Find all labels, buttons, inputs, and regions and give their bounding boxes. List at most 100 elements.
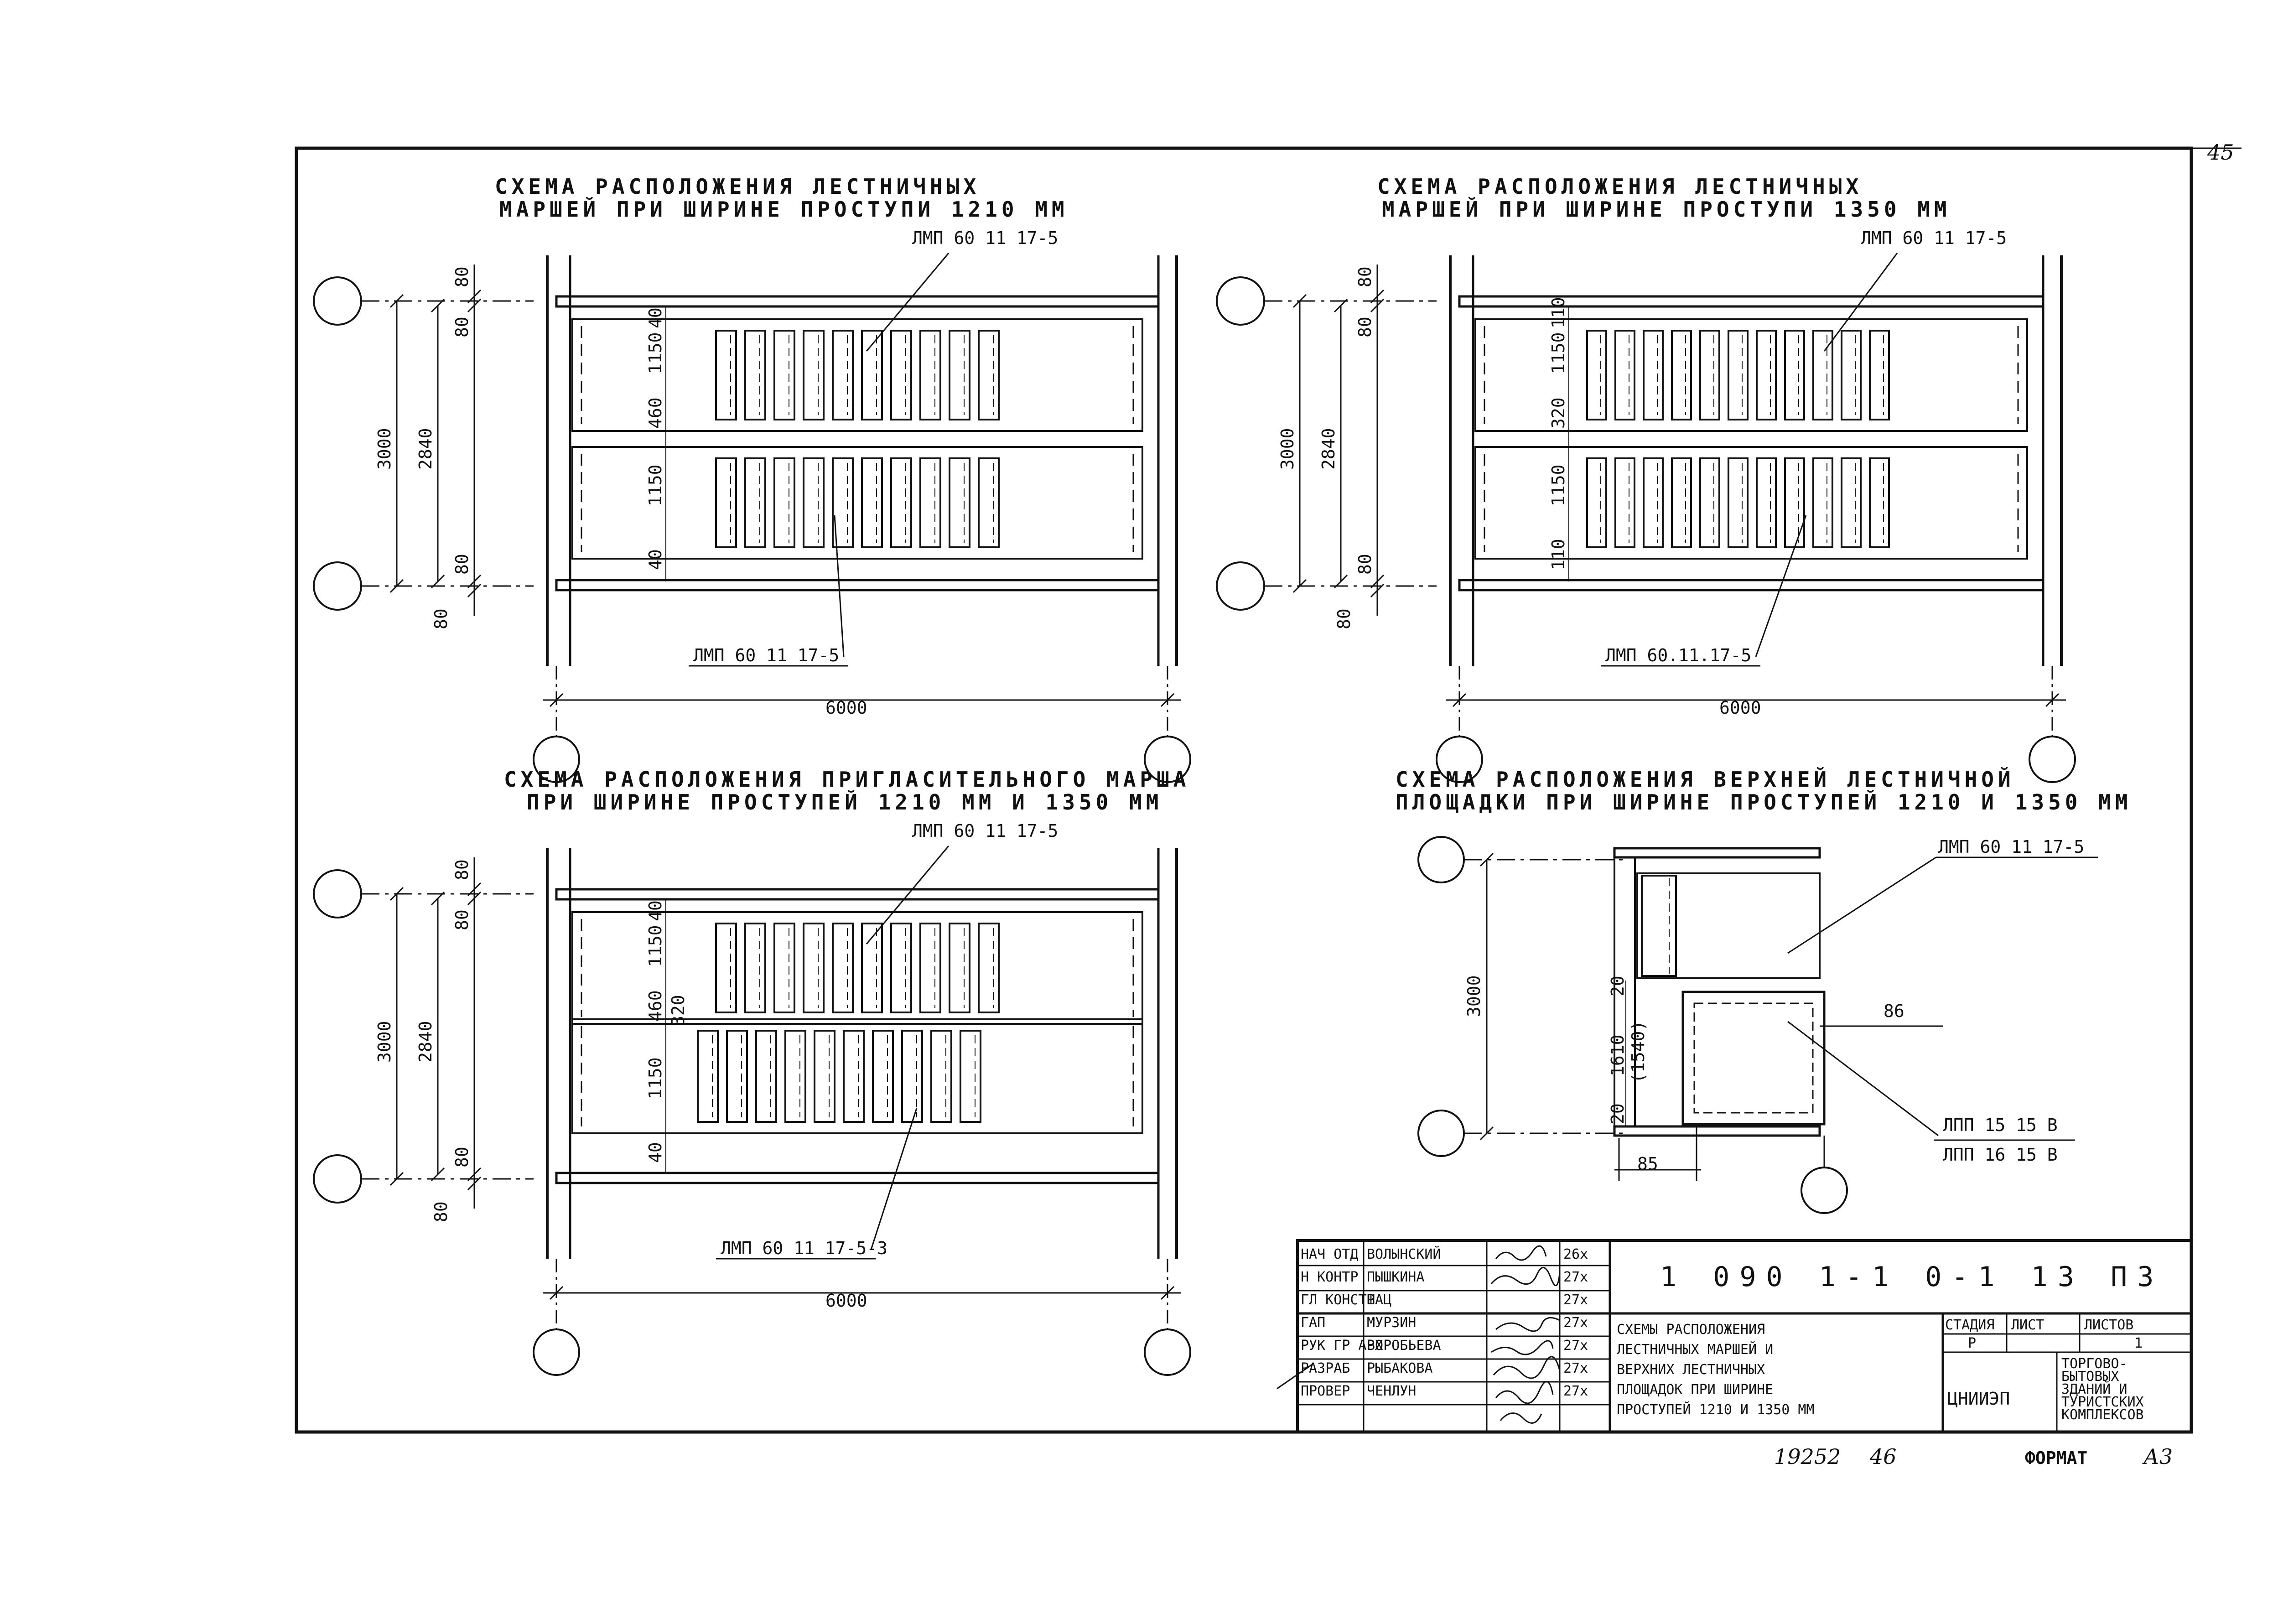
leader-line <box>870 1108 918 1250</box>
mark-top-flight: ЛМП 60 11 17-5 <box>1938 837 2084 857</box>
dim-top-offset: 80 <box>452 266 472 287</box>
organization-note: КОМПЛЕКСОВ <box>2061 1407 2144 1423</box>
dim-upper-gap: 80 <box>1355 316 1375 337</box>
landing-beam-top <box>1613 847 1821 859</box>
staff-name: МУРЗИН <box>1367 1315 1416 1331</box>
dim-gap: 460 <box>645 397 665 429</box>
dim-total: 3000 <box>374 428 394 470</box>
description-line: ПРОСТУПЕЙ 1210 И 1350 ММ <box>1617 1401 1814 1418</box>
mark-top-flight: ЛМП 60 11 17-5 <box>912 228 1058 248</box>
dim-85: 85 <box>1637 1154 1658 1174</box>
dim-tick <box>467 891 482 906</box>
dim-tick <box>467 882 482 897</box>
step-tread <box>901 1030 923 1123</box>
format-value: А3 <box>2142 1444 2173 1469</box>
axis-bubble-left <box>1436 736 1483 783</box>
dim-span: 6000 <box>825 1291 867 1311</box>
step-tread <box>978 923 1000 1013</box>
inventory-suffix: 46 <box>1869 1444 1897 1469</box>
staff-role: РАЗРАБ <box>1301 1360 1350 1376</box>
dim-tick <box>467 1176 482 1191</box>
dim-20: 20 <box>1608 975 1628 996</box>
axis-bubble-top <box>313 869 362 918</box>
dim-lower-gap: 80 <box>452 1147 472 1167</box>
leader-line <box>866 846 950 944</box>
step-tread <box>861 330 883 420</box>
step-tread <box>919 923 941 1013</box>
step-tread <box>1812 330 1833 420</box>
stage-label: СТАДИЯ <box>1945 1317 1994 1333</box>
dim-upper-gap: 80 <box>452 909 472 930</box>
dim-tick <box>1370 574 1385 589</box>
leader-line <box>866 253 950 352</box>
dim-span: 6000 <box>1719 698 1761 718</box>
dim-tick <box>389 294 404 308</box>
dim-total: 3000 <box>1464 975 1484 1017</box>
stage-value: Р <box>1968 1335 1976 1351</box>
staff-name: ВОРОБЬЕВА <box>1367 1338 1441 1354</box>
step-tread <box>1756 330 1777 420</box>
dim-gap: 320 <box>1548 397 1568 429</box>
step-tread <box>978 457 1000 548</box>
organization-note: ТУРИСТСКИХ <box>2061 1394 2144 1410</box>
scheme-title-line-2: МАРШЕЙ ПРИ ШИРИНЕ ПРОСТУПИ 1210 ММ <box>499 197 1069 222</box>
step-tread <box>715 457 737 548</box>
step-tread <box>1643 330 1664 420</box>
dim-tick <box>431 574 445 589</box>
step-tread <box>1586 330 1607 420</box>
landing-beam-top <box>1458 295 2044 308</box>
step-tread <box>803 923 825 1013</box>
dim-upper-edge: 40 <box>645 307 665 328</box>
staff-name: ЧЕНЛУН <box>1367 1383 1416 1399</box>
dim-tick <box>1292 579 1307 593</box>
step-tread <box>1812 457 1833 548</box>
step-tread <box>949 330 970 420</box>
dim-tick <box>431 298 445 313</box>
mark-bottom-flight: ЛМП 60 11 17-5-3 <box>721 1238 887 1258</box>
dim-inner: 2840 <box>415 1021 436 1063</box>
dim-upper-edge: 110 <box>1548 297 1568 328</box>
dim-lower-flight: 1150 <box>645 1057 665 1099</box>
step-tread <box>715 330 737 420</box>
step-tread <box>861 923 883 1013</box>
leader-line <box>1823 253 1898 352</box>
stair-flight-1 <box>571 318 1143 432</box>
page-number: 45 <box>2207 140 2234 165</box>
dim-lower-edge: 40 <box>645 549 665 570</box>
step-tread <box>1784 330 1805 420</box>
step-tread <box>784 1030 806 1123</box>
landing-beam-bottom <box>555 1172 1160 1184</box>
dim-lower-flight: 1150 <box>1548 464 1568 506</box>
organization-note: ТОРГОВО- <box>2061 1356 2128 1372</box>
step-tread <box>1841 330 1862 420</box>
step-tread <box>1641 875 1677 977</box>
dim-tick <box>431 1167 445 1182</box>
organization-note: ЗДАНИЙ И <box>2061 1381 2128 1397</box>
step-tread <box>803 457 825 548</box>
dim-lower-gap: 80 <box>1355 554 1375 575</box>
step-tread <box>978 330 1000 420</box>
scheme-title-line-1: СХЕМА РАСПОЛОЖЕНИЯ ЛЕСТНИЧНЫХ <box>495 174 980 199</box>
mark-landing-2: ЛПП 16 15 В <box>1943 1145 2058 1165</box>
step-tread <box>726 1030 748 1123</box>
step-tread <box>930 1030 952 1123</box>
dim-tick <box>1370 289 1385 304</box>
scheme-title-line-2: ПРИ ШИРИНЕ ПРОСТУПЕЙ 1210 ММ И 1350 ММ <box>527 790 1162 815</box>
staff-date: 27х <box>1563 1383 1588 1399</box>
step-tread <box>949 923 970 1013</box>
step-tread <box>1869 330 1890 420</box>
mark-bottom-flight: ЛМП 60 11 17-5 <box>693 645 839 665</box>
staff-role: ПРОВЕР <box>1301 1383 1350 1399</box>
document-code: 1 090 1-1 0-1 13 ПЗ <box>1660 1261 2164 1293</box>
scheme-title-line-1: СХЕМА РАСПОЛОЖЕНИЯ ПРИГЛАСИТЕЛЬНОГО МАРШ… <box>504 767 1190 792</box>
step-tread <box>1586 457 1607 548</box>
landing-slab <box>1681 991 1826 1126</box>
mark-bottom-flight: ЛМП 60.11.17-5 <box>1605 645 1751 665</box>
dim-top-offset: 80 <box>452 859 472 880</box>
step-tread <box>1643 457 1664 548</box>
staff-name: ПЫШКИНА <box>1367 1269 1424 1285</box>
dim-inner: 2840 <box>1318 428 1339 470</box>
step-tread <box>1614 457 1635 548</box>
